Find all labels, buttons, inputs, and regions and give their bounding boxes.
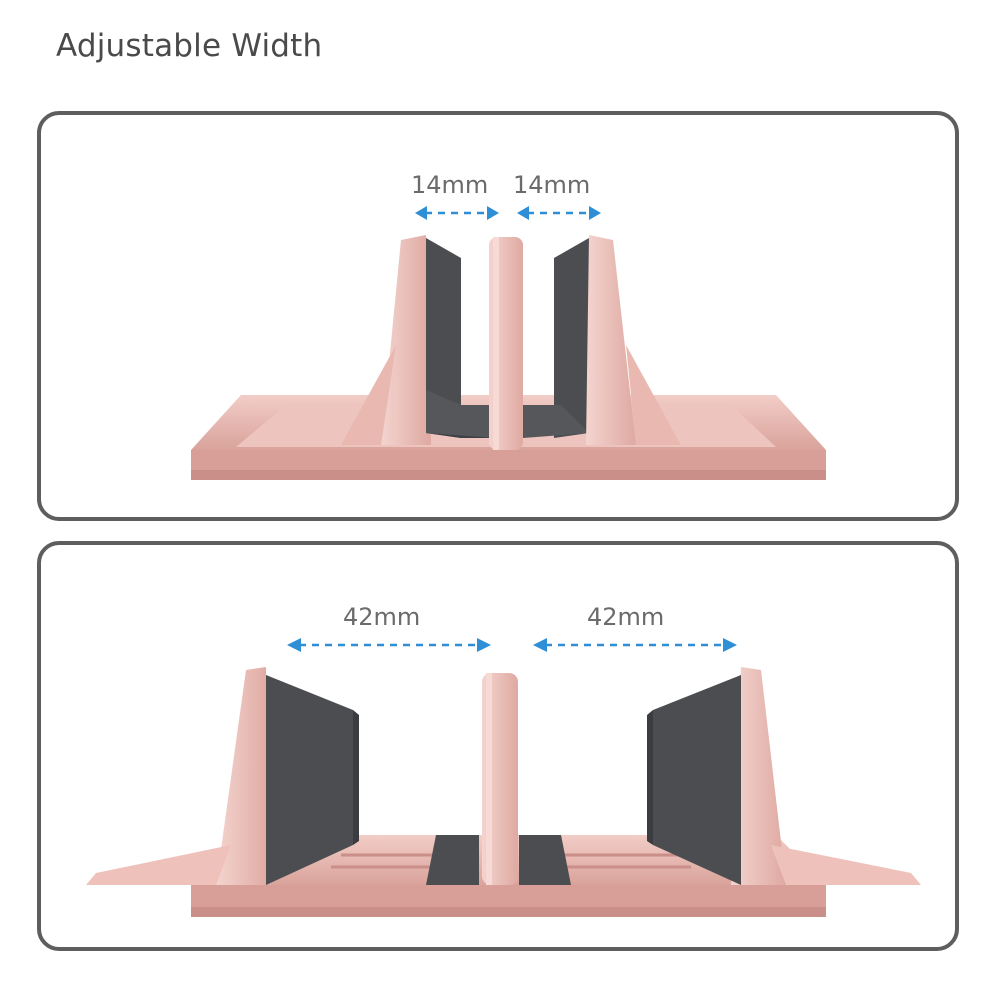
wide-width-panel: 42mm 42mm (37, 541, 959, 951)
gap-label-right: 42mm (587, 603, 665, 631)
gap-label-left: 42mm (343, 603, 421, 631)
page-title: Adjustable Width (56, 28, 323, 64)
stand-wide-illustration (86, 638, 921, 917)
gap-label-right: 14mm (513, 171, 591, 199)
stand-narrow-illustration (191, 206, 826, 480)
narrow-width-panel: 14mm 14mm (37, 111, 959, 521)
gap-label-left: 14mm (411, 171, 489, 199)
